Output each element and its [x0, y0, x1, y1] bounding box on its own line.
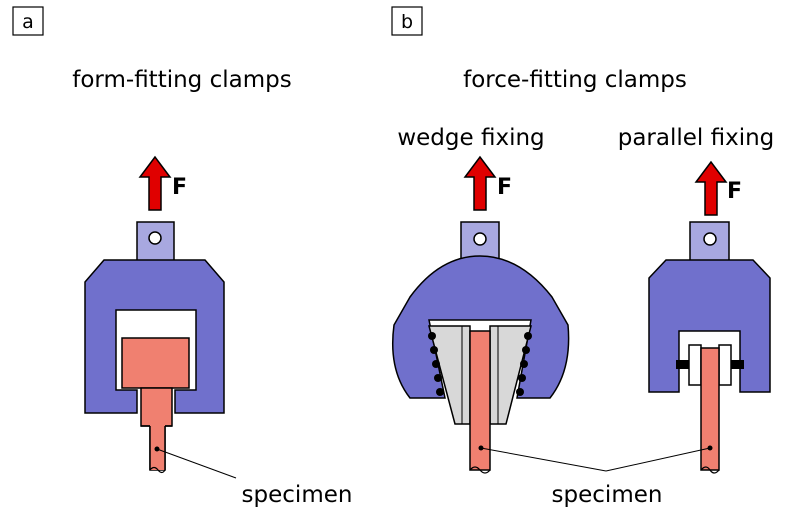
specimen-label-a: specimen — [242, 482, 353, 508]
force-label-parallel: F — [727, 179, 742, 204]
force-arrow-parallel: F — [694, 160, 742, 216]
wedge-fixing-subtitle: wedge fixing — [397, 125, 544, 151]
force-arrow-wedge: F — [463, 155, 512, 211]
force-fitting-title: force-fitting clamps — [463, 67, 687, 93]
force-label-a: F — [172, 175, 187, 200]
form-fitting-title: form-fitting clamps — [72, 67, 291, 93]
force-label-wedge: F — [497, 175, 512, 200]
form-fitting-clamp — [84, 221, 225, 474]
panel-b-letter: b — [401, 11, 413, 33]
parallel-fixing-subtitle: parallel fixing — [618, 125, 775, 151]
specimen-label-b: specimen — [552, 482, 663, 508]
panel-b-label: b — [391, 6, 423, 36]
force-arrow-a: F — [138, 155, 187, 211]
panel-a-letter: a — [22, 11, 34, 33]
parallel-clamp — [648, 221, 771, 474]
specimen-leaders — [156, 447, 711, 479]
wedge-clamp — [391, 221, 570, 474]
panel-a-label: a — [12, 6, 44, 36]
